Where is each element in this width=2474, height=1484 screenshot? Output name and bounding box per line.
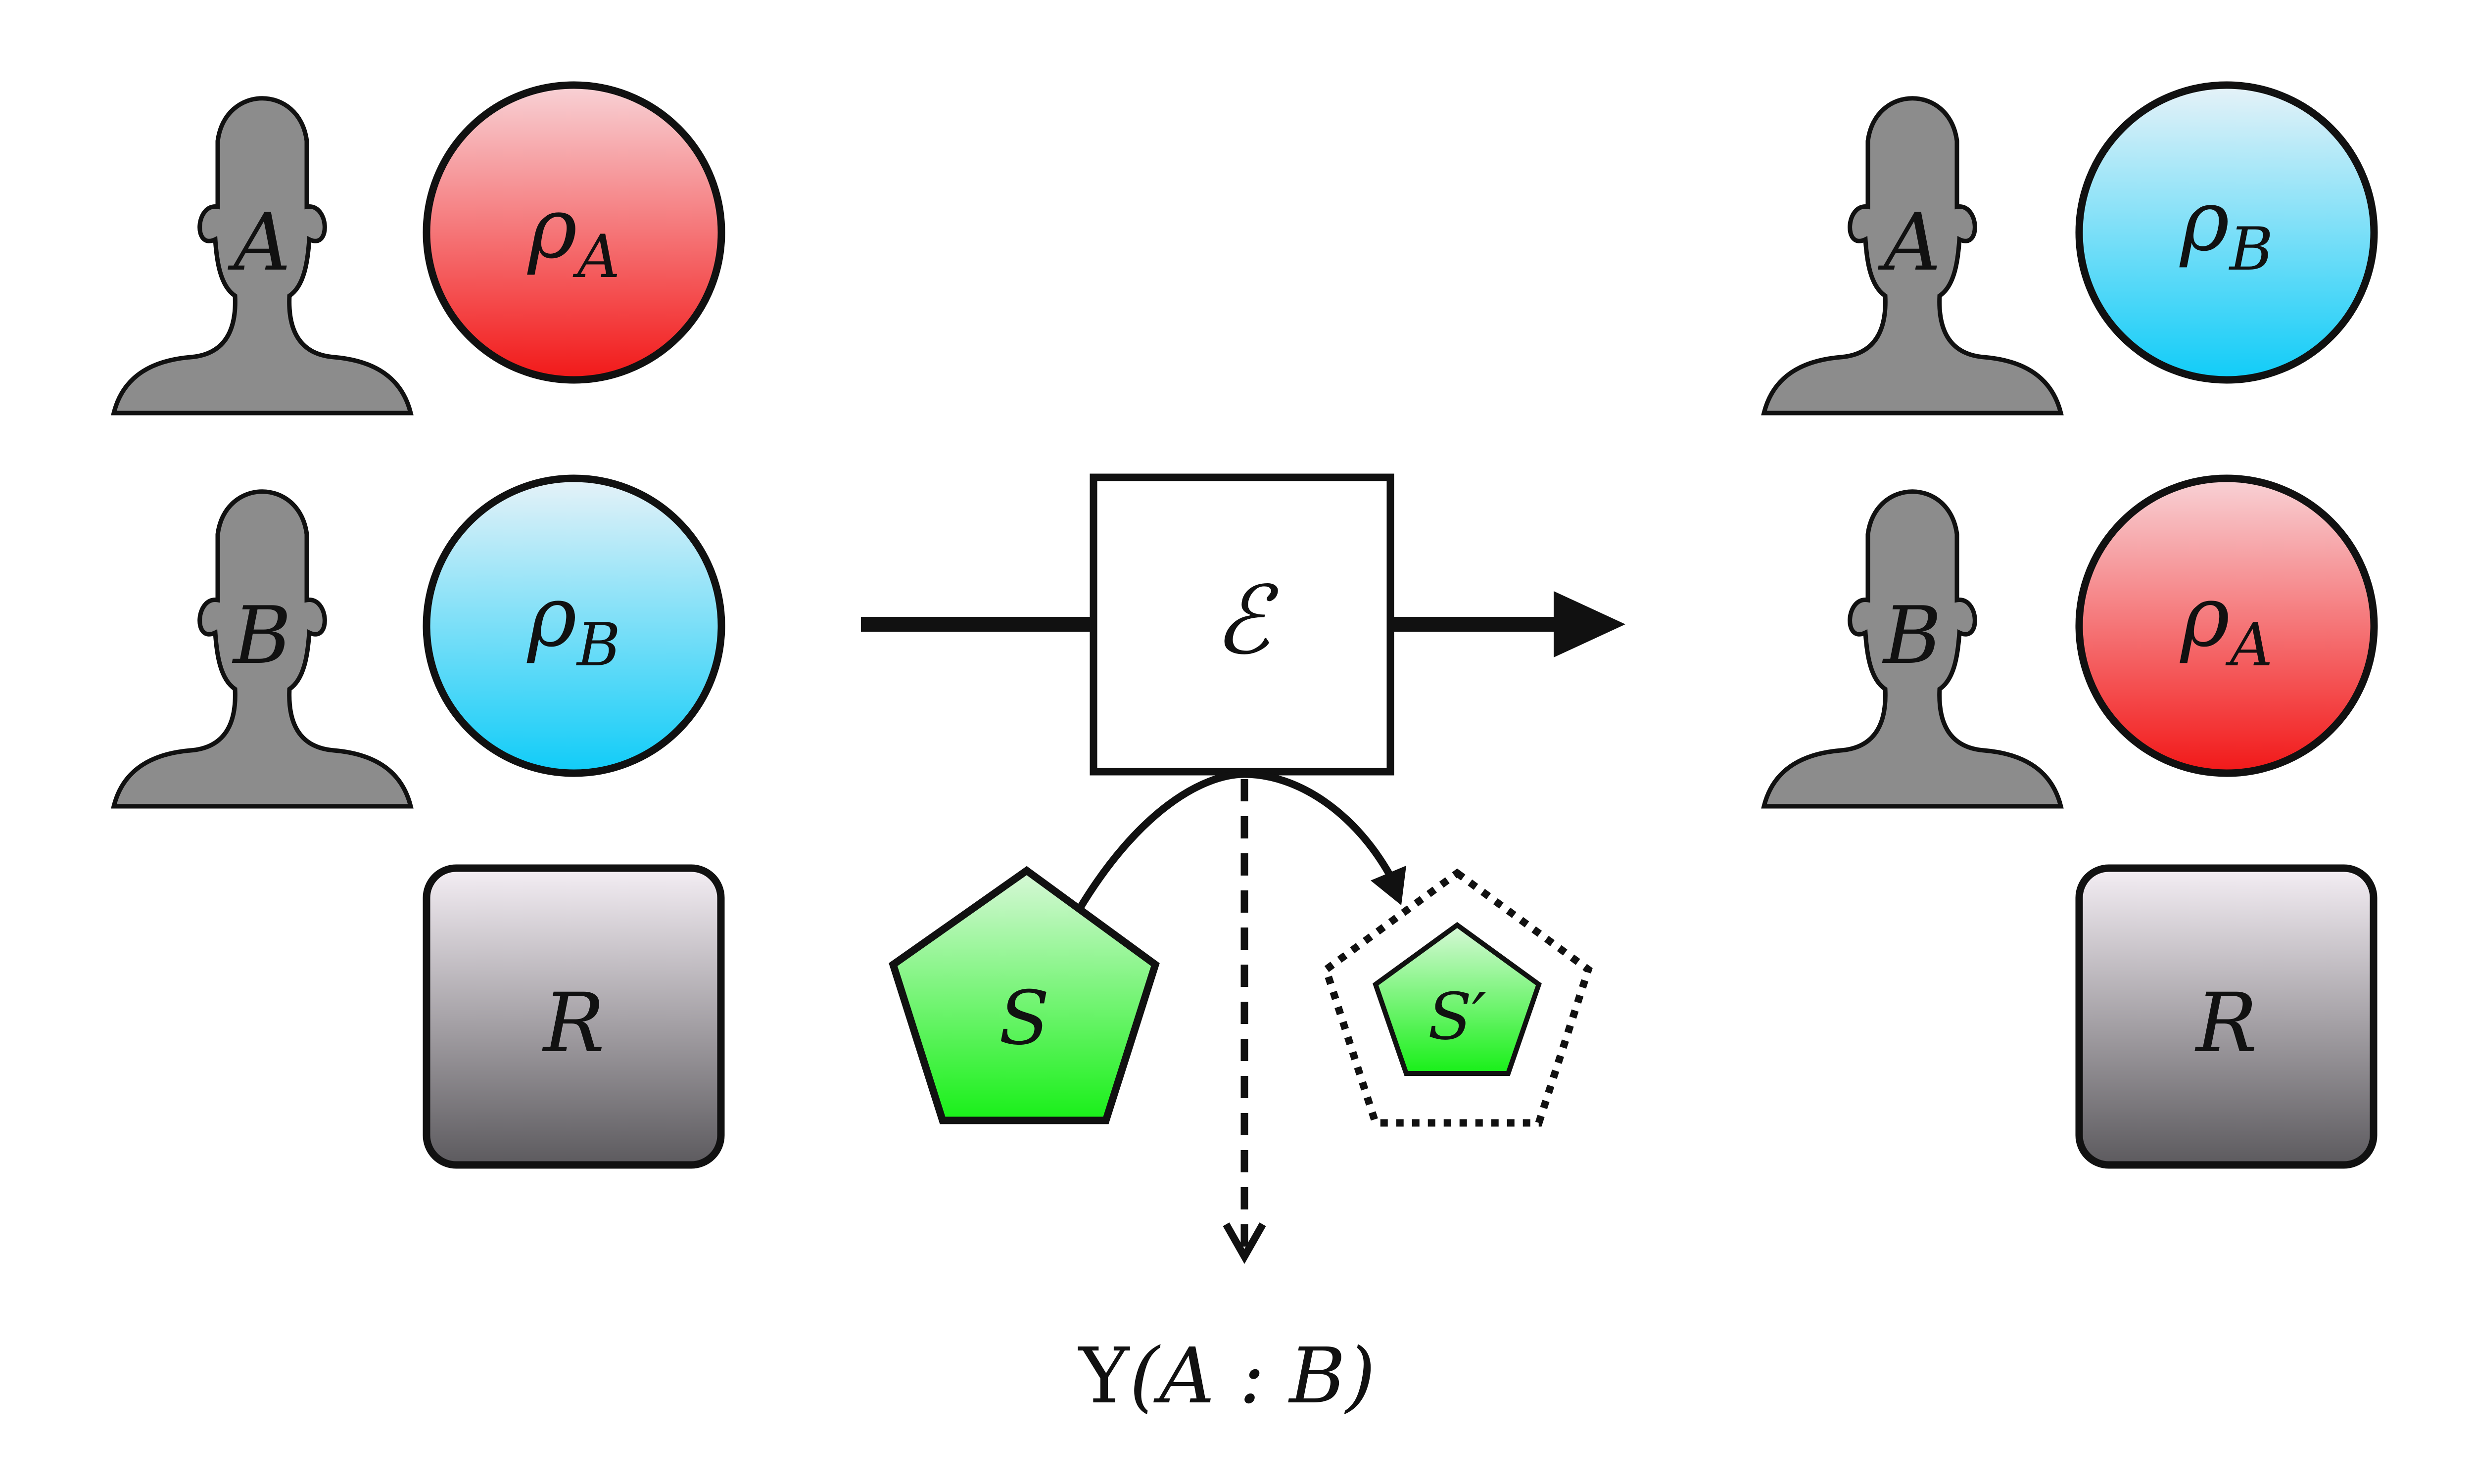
rho-symbol: ρ [526, 568, 577, 666]
resource-s-prime: S′ [1322, 868, 1593, 1127]
svg-text:ρA: ρA [527, 180, 620, 291]
channel-box: ℰ [1090, 473, 1394, 776]
left-agent-a: A [114, 98, 411, 413]
left-agent-b-label: B [232, 589, 291, 682]
right-state-rho-a: ρA [2075, 474, 2378, 777]
right-state-rho-b: ρB [2075, 81, 2378, 384]
right-agent-a-label: A [1877, 196, 1941, 288]
right-reservoir: R [2075, 864, 2378, 1169]
left-panel: A B ρA ρB R [114, 81, 725, 1169]
left-state-rho-a: ρA [423, 81, 725, 384]
right-reservoir-label: R [2194, 975, 2257, 1070]
resource-s-prime-label: S [1428, 979, 1472, 1054]
rho-symbol: ρ [2179, 172, 2230, 270]
left-state-rho-b: ρB [423, 474, 725, 777]
svg-text:ρB: ρB [2179, 172, 2273, 284]
prime-mark: ′ [1472, 979, 1487, 1054]
upsilon-symbol: Υ [1078, 1331, 1130, 1421]
channel-label: ℰ [1213, 566, 1279, 675]
left-reservoir: R [423, 864, 725, 1169]
right-agent-b-label: B [1882, 589, 1942, 682]
left-reservoir-label: R [542, 975, 605, 1070]
upsilon-args: (A : B) [1129, 1331, 1376, 1421]
rho-symbol: ρ [2180, 568, 2230, 666]
svg-text:S′: S′ [1428, 979, 1487, 1054]
resource-arc [1075, 770, 1396, 912]
rho-subscript: B [576, 611, 620, 680]
output-arrowhead [1554, 591, 1625, 657]
right-panel: A B ρB ρA R [1764, 81, 2378, 1169]
rho-subscript: A [572, 223, 620, 291]
left-agent-a-label: A [227, 196, 291, 288]
svg-text:ρA: ρA [2180, 568, 2273, 680]
svg-text:ρB: ρB [526, 568, 620, 680]
right-agent-a: A [1764, 98, 2061, 413]
output-quantity: Υ(A : B) [1078, 1331, 1376, 1421]
channel-section: ℰ S S′ Υ(A : B) [861, 473, 1625, 1421]
rho-subscript: B [2229, 215, 2273, 284]
resource-arc-arrowhead [1371, 866, 1406, 905]
left-agent-b: B [114, 492, 411, 806]
rho-subscript: A [2225, 611, 2273, 680]
resource-s: S [889, 866, 1160, 1124]
right-agent-b: B [1764, 492, 2061, 806]
resource-s-label: S [999, 975, 1050, 1062]
rho-symbol: ρ [527, 180, 577, 278]
dashed-arrow-head [1223, 1222, 1266, 1264]
